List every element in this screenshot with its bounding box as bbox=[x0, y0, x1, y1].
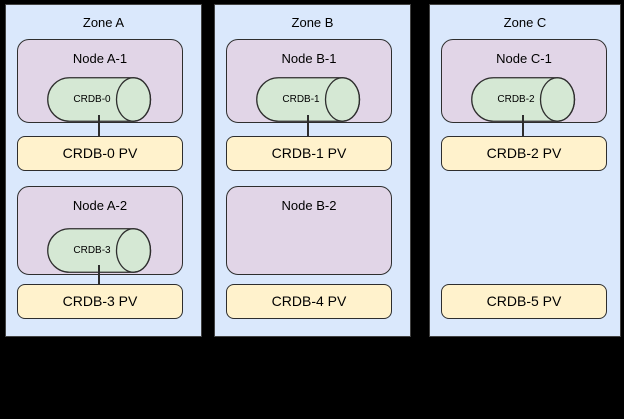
cylinder-shape-icon bbox=[256, 77, 361, 122]
connector-crdb-2-to-pv bbox=[522, 115, 524, 137]
connector-crdb-1-to-pv bbox=[307, 115, 309, 137]
pod-crdb-1-cylinder: CRDB-1 bbox=[256, 77, 361, 122]
pod-crdb-0-label: CRDB-0 bbox=[73, 94, 111, 105]
cylinder-shape-icon bbox=[471, 77, 576, 122]
pv-crdb-4-label: CRDB-4 PV bbox=[271, 293, 347, 309]
node-a2-label: Node A-2 bbox=[72, 198, 128, 213]
node-c1: Node C-1 CRDB-2 bbox=[441, 39, 607, 123]
pod-crdb-0-cylinder: CRDB-0 bbox=[47, 77, 152, 122]
cylinder-shape-icon bbox=[47, 228, 152, 273]
node-b1-label: Node B-1 bbox=[281, 51, 337, 66]
pod-crdb-2-label: CRDB-2 bbox=[497, 94, 535, 105]
pv-crdb-3-label: CRDB-3 PV bbox=[62, 293, 138, 309]
node-b1: Node B-1 CRDB-1 bbox=[226, 39, 392, 123]
pv-crdb-4: CRDB-4 PV bbox=[226, 284, 392, 319]
pv-crdb-0: CRDB-0 PV bbox=[17, 136, 183, 171]
pod-crdb-3-cylinder: CRDB-3 bbox=[47, 228, 152, 273]
node-a2: Node A-2 CRDB-3 bbox=[17, 186, 183, 275]
pv-crdb-1: CRDB-1 PV bbox=[226, 136, 392, 171]
zone-c-label: Zone C bbox=[503, 15, 547, 30]
pod-crdb-1-label: CRDB-1 bbox=[282, 94, 320, 105]
cylinder-shape-icon bbox=[47, 77, 152, 122]
zone-b: Zone B Node B-1 CRDB-1 CRDB-1 PV Node B-… bbox=[214, 4, 411, 337]
connector-crdb-0-to-pv bbox=[98, 115, 100, 137]
pv-crdb-5-label: CRDB-5 PV bbox=[486, 293, 562, 309]
pod-crdb-2-cylinder: CRDB-2 bbox=[471, 77, 576, 122]
zone-c: Zone C Node C-1 CRDB-2 CRDB-2 PV CRDB-5 … bbox=[429, 4, 621, 337]
pv-crdb-1-label: CRDB-1 PV bbox=[271, 145, 347, 161]
zone-a-label: Zone A bbox=[82, 15, 125, 30]
pv-crdb-0-label: CRDB-0 PV bbox=[62, 145, 138, 161]
connector-crdb-3-to-pv bbox=[98, 265, 100, 285]
node-c1-label: Node C-1 bbox=[496, 51, 552, 66]
pod-crdb-3-label: CRDB-3 bbox=[73, 245, 111, 256]
node-b2: Node B-2 bbox=[226, 186, 392, 275]
node-a1: Node A-1 CRDB-0 bbox=[17, 39, 183, 123]
zone-b-label: Zone B bbox=[291, 15, 334, 30]
zone-a: Zone A Node A-1 CRDB-0 CRDB-0 PV Node A-… bbox=[5, 4, 202, 337]
pv-crdb-3: CRDB-3 PV bbox=[17, 284, 183, 319]
pv-crdb-2: CRDB-2 PV bbox=[441, 136, 607, 171]
pv-crdb-2-label: CRDB-2 PV bbox=[486, 145, 562, 161]
pv-crdb-5: CRDB-5 PV bbox=[441, 284, 607, 319]
node-a1-label: Node A-1 bbox=[72, 51, 128, 66]
node-b2-label: Node B-2 bbox=[281, 198, 337, 213]
